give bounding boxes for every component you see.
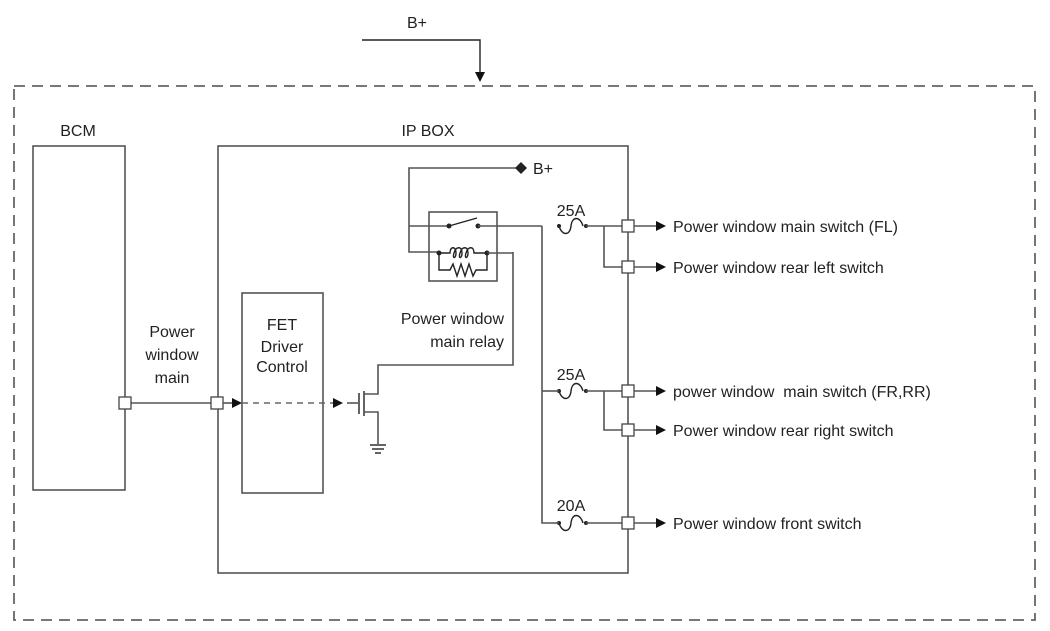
relay-label-line-2: main relay xyxy=(430,334,504,351)
fet-driver-module: FET Driver Control xyxy=(241,292,324,494)
fuse-3-rating: 20A xyxy=(557,498,586,515)
output-label: power window main switch (FR,RR) xyxy=(673,384,931,401)
output-label: Power window rear right switch xyxy=(673,423,894,440)
output-label: Power window front switch xyxy=(673,516,862,533)
relay-housing xyxy=(428,211,498,282)
output-arrow-icon xyxy=(656,425,666,435)
b-plus-terminal-icon xyxy=(515,162,527,174)
ip-box xyxy=(217,145,629,574)
fuse-2-icon xyxy=(558,382,584,400)
top-b-plus-label: B+ xyxy=(407,15,427,32)
output-label: Power window rear left switch xyxy=(673,260,884,277)
fet-input-arrow-icon xyxy=(232,398,242,408)
output-fl-main-switch: Power window main switch (FL) xyxy=(621,219,898,236)
fuse-2-rating: 25A xyxy=(557,367,586,384)
relay-label: Power window main relay xyxy=(401,311,505,351)
ip-box-label: IP BOX xyxy=(401,123,454,140)
bcm-label: BCM xyxy=(60,123,96,140)
output-arrow-icon xyxy=(656,386,666,396)
output-connector xyxy=(621,516,635,530)
fet-output-arrow-icon xyxy=(333,398,343,408)
bcm-signal-label-line-3: main xyxy=(155,370,190,387)
fuse-1-branch-wire xyxy=(603,226,622,268)
relay-b-plus-feed-wire xyxy=(408,167,517,253)
fuse-2-branch-wire xyxy=(603,391,622,431)
vehicle-boundary-dashed-box xyxy=(13,85,1036,621)
bcm-connector xyxy=(118,396,132,410)
output-fr-rr-main-switch: power window main switch (FR,RR) xyxy=(621,384,931,401)
fet-driver-label-line-2: Driver xyxy=(261,339,304,356)
ip-box-module: IP BOX xyxy=(217,123,629,574)
fuse-bus-wire xyxy=(541,226,553,524)
fuse-1-rating: 25A xyxy=(557,203,586,220)
fuse-2: 25A xyxy=(553,367,622,431)
output-connector xyxy=(621,384,635,398)
output-label: Power window main switch (FL) xyxy=(673,219,898,236)
relay-switch-contact-icon xyxy=(448,217,478,227)
output-arrow-icon xyxy=(656,221,666,231)
fuse-3-icon xyxy=(558,514,584,532)
output-connector xyxy=(621,260,635,274)
top-b-plus-wire xyxy=(362,39,481,74)
output-arrow-icon xyxy=(656,262,666,272)
fuse-1: 25A xyxy=(557,203,622,268)
ground-icon xyxy=(370,444,386,454)
fet-driver-box xyxy=(241,292,324,494)
mosfet-symbol xyxy=(358,252,514,454)
output-arrow-icon xyxy=(656,518,666,528)
signal-path xyxy=(118,396,358,410)
top-b-plus-arrow-icon xyxy=(475,72,485,82)
ipbox-input-connector xyxy=(210,396,224,410)
bcm-signal-label: Power window main xyxy=(144,324,199,387)
bcm-box xyxy=(32,145,126,491)
fet-driver-label-line-1: FET xyxy=(267,317,297,334)
output-rear-right-switch: Power window rear right switch xyxy=(621,423,894,440)
relay-label-line-1: Power window xyxy=(401,311,505,328)
bcm-signal-label-line-1: Power xyxy=(149,324,195,341)
output-front-switch: Power window front switch xyxy=(621,516,862,533)
output-connector xyxy=(621,423,635,437)
bcm-module: BCM xyxy=(32,123,126,491)
mosfet-source-to-ground-wire xyxy=(364,411,379,444)
output-rear-left-switch: Power window rear left switch xyxy=(621,260,884,277)
power-window-main-relay: B+ xyxy=(408,161,553,282)
fuse-1-icon xyxy=(558,217,584,235)
fet-driver-label-line-3: Control xyxy=(256,359,308,376)
relay-b-plus-label: B+ xyxy=(533,161,553,178)
bcm-signal-label-line-2: window xyxy=(144,347,199,364)
mosfet-drain-to-relay-wire xyxy=(364,252,514,395)
fuse-3: 20A xyxy=(553,498,622,532)
relay-resistor-icon xyxy=(438,253,488,279)
top-b-plus-supply: B+ xyxy=(362,15,485,82)
relay-coil-icon xyxy=(436,247,513,259)
output-connector xyxy=(621,219,635,233)
